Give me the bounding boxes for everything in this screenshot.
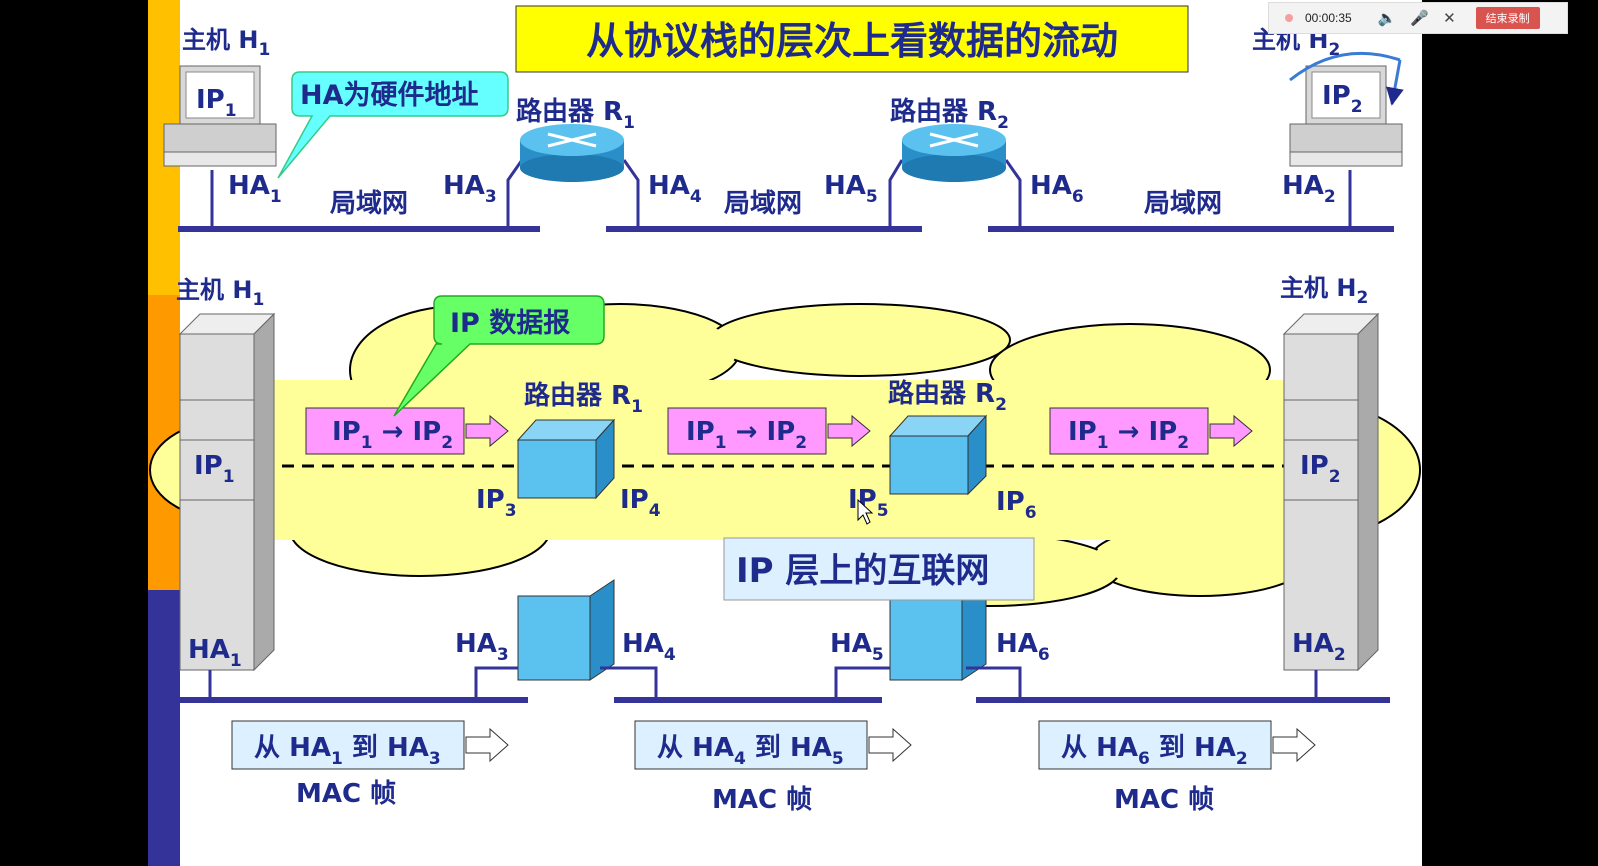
lan-label-3: 局域网 bbox=[1144, 189, 1222, 219]
mac-frame-2-text: 从 HA4 到 HA5 bbox=[657, 733, 844, 769]
speaker-icon[interactable]: 🔈 bbox=[1377, 10, 1397, 27]
datagram-3-text: IP1 → IP2 bbox=[1068, 417, 1189, 453]
router-r1-cube bbox=[516, 418, 616, 500]
mac-frame-1 bbox=[231, 720, 509, 770]
ip-datagram-callout bbox=[393, 295, 605, 417]
ha-callout bbox=[277, 71, 509, 179]
ha5-top: HA5 bbox=[824, 171, 878, 207]
router-r2-top-label: 路由器 R2 bbox=[890, 96, 1009, 133]
network-diagram: 从协议栈的层次上看数据的流动 IP1 主机 H1 bbox=[149, 5, 1421, 815]
host-h1-top-label: 主机 H1 bbox=[182, 26, 270, 60]
router-r1-label: 路由器 R1 bbox=[524, 380, 643, 417]
router-icon-r1 bbox=[520, 124, 624, 182]
ip6-label: IP6 bbox=[996, 487, 1037, 523]
recording-dot-icon bbox=[1285, 14, 1293, 22]
microphone-icon[interactable]: 🎤 bbox=[1410, 10, 1430, 27]
mac-frame-3-text: 从 HA6 到 HA2 bbox=[1061, 733, 1248, 769]
mac-frame-1-text: 从 HA1 到 HA3 bbox=[254, 733, 441, 769]
ha2-bottom: HA2 bbox=[1292, 629, 1346, 665]
ha2-top: HA2 bbox=[1282, 171, 1336, 207]
title-box bbox=[515, 5, 1189, 73]
ip-datagram-callout-text: IP 数据报 bbox=[450, 308, 570, 339]
datagram-1 bbox=[305, 407, 509, 455]
router-r1-lower bbox=[517, 579, 615, 681]
slide-title: 从协议栈的层次上看数据的流动 bbox=[586, 19, 1118, 63]
computer-icon-h2 bbox=[1289, 51, 1404, 167]
ha1-bottom: HA1 bbox=[188, 635, 242, 671]
ip1-stack-label: IP1 bbox=[194, 451, 235, 487]
ha6-bottom: HA6 bbox=[996, 629, 1050, 665]
ha3-bottom: HA3 bbox=[455, 629, 509, 665]
host-h2-stack bbox=[1282, 312, 1380, 672]
ha-callout-text: HA为硬件地址 bbox=[300, 80, 479, 111]
router-r2-lower bbox=[889, 579, 987, 681]
ip1-top-label: IP1 bbox=[196, 85, 237, 121]
side-band-blue bbox=[148, 590, 180, 866]
recording-timer: 00:00:35 bbox=[1305, 11, 1352, 25]
datagram-2-text: IP1 → IP2 bbox=[686, 417, 807, 453]
host-h1-stack bbox=[178, 312, 276, 672]
ha4-bottom: HA4 bbox=[622, 629, 676, 665]
ip4-label: IP4 bbox=[620, 485, 661, 521]
ha5-bottom: HA5 bbox=[830, 629, 884, 665]
ip2-stack-label: IP2 bbox=[1300, 451, 1341, 487]
close-icon[interactable]: ✕ bbox=[1443, 10, 1456, 27]
ha1-top: HA1 bbox=[228, 171, 282, 207]
slide: 从协议栈的层次上看数据的流动 IP1 主机 H1 bbox=[148, 0, 1422, 866]
router-r1-top-label: 路由器 R1 bbox=[516, 96, 635, 133]
internet-label-box bbox=[723, 537, 1035, 601]
lan-label-1: 局域网 bbox=[330, 189, 408, 219]
mouse-cursor-icon bbox=[857, 498, 874, 525]
mac-frame-3 bbox=[1038, 720, 1316, 770]
screen-recorder-toolbar: 00:00:35 🔈 🎤 ✕ 结束录制 bbox=[1268, 2, 1568, 34]
ha4-top: HA4 bbox=[648, 171, 702, 207]
lan-label-2: 局域网 bbox=[724, 189, 802, 219]
router-icon-r2 bbox=[902, 124, 1006, 182]
host-h1-label: 主机 H1 bbox=[176, 276, 264, 310]
datagram-3 bbox=[1049, 407, 1253, 455]
router-r2-label: 路由器 R2 bbox=[888, 378, 1007, 415]
ip3-label: IP3 bbox=[476, 485, 517, 521]
mac-label-3: MAC 帧 bbox=[1114, 785, 1214, 815]
computer-icon-h1 bbox=[163, 65, 277, 167]
mac-label-1: MAC 帧 bbox=[296, 779, 396, 809]
ha6-top: HA6 bbox=[1030, 171, 1084, 207]
ha3-top: HA3 bbox=[443, 171, 497, 207]
datagram-2 bbox=[667, 407, 871, 455]
internet-label: IP 层上的互联网 bbox=[736, 551, 989, 591]
router-r2-cube bbox=[888, 414, 988, 496]
mac-frame-2 bbox=[634, 720, 912, 770]
ip2-top-label: IP2 bbox=[1322, 81, 1363, 117]
datagram-1-text: IP1 → IP2 bbox=[332, 417, 453, 453]
stop-recording-button[interactable]: 结束录制 bbox=[1475, 7, 1540, 29]
mac-label-2: MAC 帧 bbox=[712, 785, 812, 815]
host-h2-label: 主机 H2 bbox=[1280, 274, 1368, 308]
